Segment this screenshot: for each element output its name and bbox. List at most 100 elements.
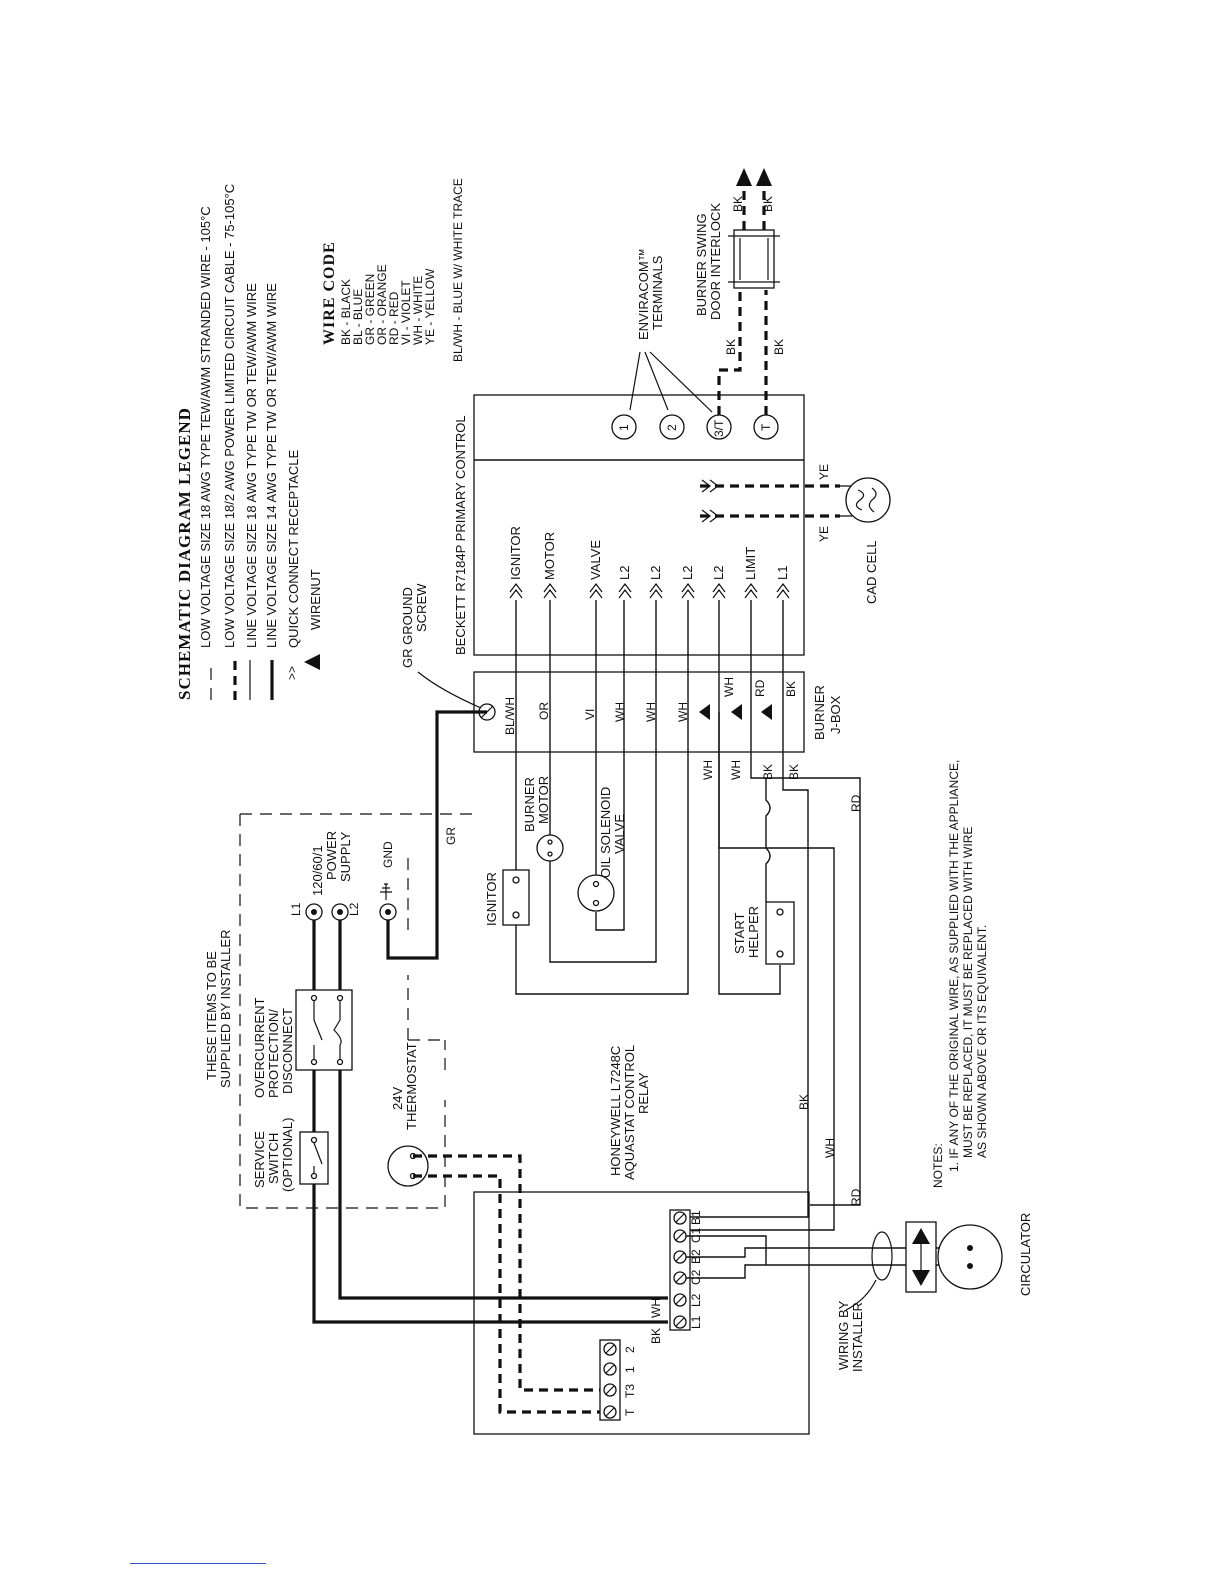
interlock-wire-out <box>742 180 766 230</box>
aquastat-terminal-label: B1 <box>689 1210 703 1225</box>
wire-label-wh: WH <box>823 1138 837 1158</box>
circulator-label: CIRCULATOR <box>1018 1213 1033 1296</box>
jbox-wire-label: WH <box>613 702 627 722</box>
enviracom-terminal-2 <box>659 414 685 440</box>
notes: NOTES: 1. IF ANY OF THE ORIGINAL WIRE, A… <box>931 760 989 1188</box>
cad-cell-wires <box>700 484 840 518</box>
wire-thermostat <box>413 1154 606 1414</box>
wire-motor <box>549 600 657 963</box>
enviracom-terminal-1 <box>611 414 637 440</box>
wire-label-bk: BK <box>772 339 786 355</box>
service-switch-label: (OPTIONAL) <box>280 1118 295 1192</box>
ground-screw-label: GR GROUND <box>400 587 415 668</box>
schematic-legend: SCHEMATIC DIAGRAM LEGEND >> LOW VOLTAGE … <box>175 184 323 700</box>
burner-components: IGNITOR BURNER MOTOR OIL SOLENOID VALVE … <box>484 776 795 965</box>
wirenut-icon <box>304 654 320 670</box>
enviracom-terminal-label: 1 <box>617 424 631 431</box>
aquastat-terminal-label: L2 <box>689 1293 703 1307</box>
wire-code-item: BL/WH - BLUE W/ WHITE TRACE <box>451 178 465 362</box>
aquastat-tt-strip <box>599 1339 621 1421</box>
wire-label-bk: BK <box>787 764 801 780</box>
cad-cell: YE YE CAD CELL <box>700 464 891 604</box>
terminal-l2: L2 <box>680 566 695 580</box>
primary-control-title: BECKETT R7184P PRIMARY CONTROL <box>453 415 468 655</box>
quick-connect-icon <box>509 583 790 599</box>
wire-code-item: BL - BLUE <box>351 289 365 345</box>
legend-title: SCHEMATIC DIAGRAM LEGEND <box>175 407 194 700</box>
legend-item-4: LINE VOLTAGE SIZE 14 AWG TYPE TW OR TEW/… <box>264 283 279 648</box>
ground-screw-label: SCREW <box>414 583 429 632</box>
service-switch-label: SERVICE <box>252 1131 267 1188</box>
wire-code-item: GR - GREEN <box>363 274 377 345</box>
aquastat-tt-terminals <box>603 1342 617 1419</box>
thermostat-label: THERMOSTAT <box>404 1042 419 1130</box>
wire-label-ye: YE <box>817 526 831 542</box>
gnd-label: GND <box>381 841 395 868</box>
terminal-l2: L2 <box>648 566 663 580</box>
wirenut-icon <box>761 704 772 720</box>
burner-motor-label: MOTOR <box>536 776 551 824</box>
interlock-wire-1 <box>717 290 742 415</box>
wirenut-icon <box>731 704 742 720</box>
wiring-by-installer-label: WIRING BY <box>836 1300 851 1370</box>
terminal-l2: L2 <box>617 566 632 580</box>
wire-l2-start-helper <box>718 600 781 995</box>
quick-connect-icon <box>701 479 719 523</box>
wire-code-item: YE - YELLOW <box>423 268 437 345</box>
oil-valve-label: OIL SOLENOID <box>598 787 613 878</box>
start-helper-label: START <box>732 913 747 954</box>
interlock-label: DOOR INTERLOCK <box>708 203 723 320</box>
wire-code: WIRE CODE BK - BLACK BL - BLUE GR - GREE… <box>321 178 465 362</box>
aquastat-terminal-strip <box>669 1209 691 1331</box>
aquastat-box <box>473 1191 810 1435</box>
overcurrent-switch-contacts <box>313 1000 342 1060</box>
aquastat-title: HONEYWELL L7248C <box>608 1046 623 1176</box>
burner-motor-label: BURNER <box>522 777 537 832</box>
enviracom-label: ENVIRACOM™ <box>636 248 651 340</box>
aquastat-relay: HONEYWELL L7248C AQUASTAT CONTROL RELAY … <box>473 1045 810 1435</box>
service-switch-label: SWITCH <box>266 1133 281 1184</box>
enviracom-terminal-label: T <box>759 423 773 431</box>
terminal-l2: L2 <box>711 566 726 580</box>
ground-screw-leader <box>417 671 482 709</box>
arrow-icon <box>736 168 752 186</box>
wire-valve <box>595 600 625 931</box>
jbox-wire-label: WH <box>644 702 658 722</box>
jbox-wire-label: BK <box>784 681 798 697</box>
overcurrent-label: DISCONNECT <box>280 1008 295 1094</box>
wire-label-bk: BK <box>724 339 738 355</box>
wire-code-item: BK - BLACK <box>339 279 353 345</box>
wire-l1-bk <box>690 600 809 1218</box>
ignitor-label: IGNITOR <box>484 872 499 926</box>
legend-item-1: LOW VOLTAGE SIZE 18 AWG TYPE TEW/AWM STR… <box>198 206 213 648</box>
start-helper-label: HELPER <box>746 906 761 958</box>
notes-line: 1. IF ANY OF THE ORIGINAL WIRE, AS SUPPL… <box>947 760 961 1172</box>
wire-code-item: WH - WHITE <box>411 276 425 345</box>
ground-icon <box>380 883 392 900</box>
wire-supply-l2 <box>338 920 668 1300</box>
terminal-valve: VALVE <box>588 540 603 580</box>
aquastat-tt-label: 2 <box>623 1346 637 1353</box>
overcurrent-label: OVERCURRENT <box>252 998 267 1098</box>
legend-item-5: QUICK CONNECT RECEPTACLE <box>286 450 301 648</box>
terminal-l1: L1 <box>775 566 790 580</box>
overcurrent-label: PROTECTION/ <box>266 1009 281 1098</box>
jbox-wire-label: VI <box>583 709 597 720</box>
aquastat-terminal-label: L1 <box>689 1315 703 1329</box>
door-interlock: BK BK BK BK BURNER SWING DOOR INTERLOCK <box>694 168 786 415</box>
legend-item-3: LINE VOLTAGE SIZE 18 AWG TYPE TW OR TEW/… <box>244 283 259 648</box>
wire-ignitor <box>515 600 689 995</box>
wire-ground-gr <box>386 710 487 960</box>
aquastat-title: RELAY <box>636 1072 651 1114</box>
interlock-label: BURNER SWING <box>694 213 709 316</box>
wire-label-bk: BK <box>761 196 775 212</box>
cad-cell-symbol <box>855 487 877 513</box>
wire-label-bk: BK <box>649 1328 663 1344</box>
arrow-icon <box>912 1228 930 1244</box>
circulator-icon <box>937 1224 1003 1290</box>
burner-motor-icon <box>536 834 564 862</box>
wire-limit-rd <box>750 600 861 1206</box>
enviracom-terminal-label: 2 <box>665 424 679 431</box>
enviracom-label: TERMINALS <box>650 255 665 330</box>
